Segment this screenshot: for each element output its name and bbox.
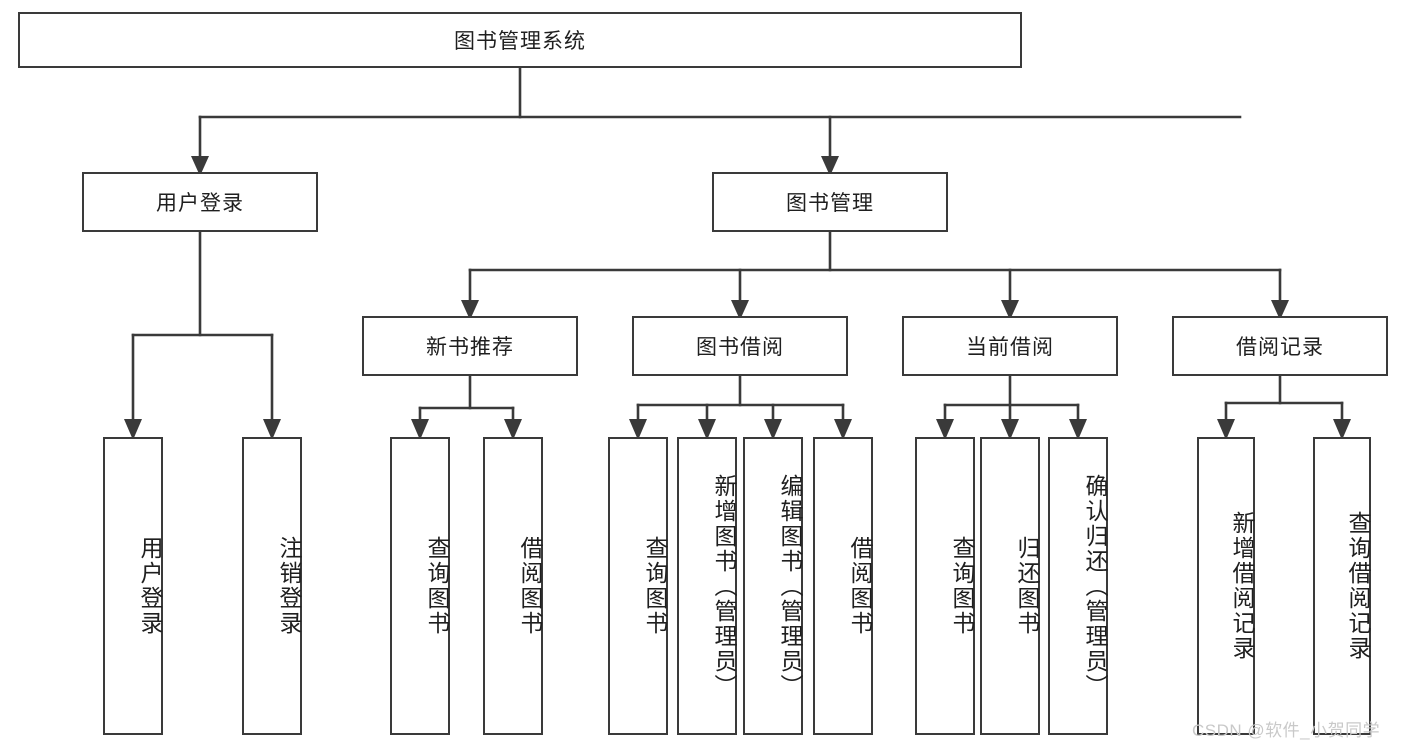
node-leaf-return-book[interactable]: 归还图书	[980, 437, 1040, 735]
node-leaf-borrow-book-1[interactable]: 借阅图书	[483, 437, 543, 735]
node-root[interactable]: 图书管理系统	[18, 12, 1022, 68]
node-leaf-return-book-label: 归还图书	[1014, 536, 1040, 636]
node-leaf-query-book-1-label: 查询图书	[424, 536, 450, 636]
node-leaf-borrow-book-2-label: 借阅图书	[847, 536, 873, 636]
node-current-borrow[interactable]: 当前借阅	[902, 316, 1118, 376]
node-book-manage-label: 图书管理	[786, 192, 874, 215]
node-leaf-confirm-return-label: 确认归还（管理员）	[1082, 473, 1108, 699]
node-leaf-query-book-2[interactable]: 查询图书	[608, 437, 668, 735]
node-leaf-borrow-book-1-label: 借阅图书	[517, 536, 543, 636]
node-leaf-edit-book[interactable]: 编辑图书（管理员）	[743, 437, 803, 735]
node-leaf-query-book-2-label: 查询图书	[642, 536, 668, 636]
node-book-borrow-label: 图书借阅	[696, 336, 784, 359]
node-leaf-add-record[interactable]: 新增借阅记录	[1197, 437, 1255, 735]
node-leaf-logout[interactable]: 注销登录	[242, 437, 302, 735]
node-leaf-add-record-label: 新增借阅记录	[1229, 511, 1255, 661]
node-user-login-label: 用户登录	[156, 192, 244, 215]
node-book-manage[interactable]: 图书管理	[712, 172, 948, 232]
node-leaf-query-record-label: 查询借阅记录	[1345, 511, 1371, 661]
node-book-borrow[interactable]: 图书借阅	[632, 316, 848, 376]
node-leaf-query-book-1[interactable]: 查询图书	[390, 437, 450, 735]
node-leaf-query-book-3[interactable]: 查询图书	[915, 437, 975, 735]
node-new-book-recommend-label: 新书推荐	[426, 336, 514, 359]
node-leaf-confirm-return[interactable]: 确认归还（管理员）	[1048, 437, 1108, 735]
node-user-login[interactable]: 用户登录	[82, 172, 318, 232]
node-leaf-add-book-label: 新增图书（管理员）	[711, 473, 737, 699]
node-leaf-logout-label: 注销登录	[276, 536, 302, 636]
node-root-label: 图书管理系统	[454, 30, 586, 53]
node-leaf-query-record[interactable]: 查询借阅记录	[1313, 437, 1371, 735]
node-leaf-user-login-label: 用户登录	[137, 536, 163, 636]
node-borrow-record[interactable]: 借阅记录	[1172, 316, 1388, 376]
node-leaf-user-login[interactable]: 用户登录	[103, 437, 163, 735]
node-leaf-add-book[interactable]: 新增图书（管理员）	[677, 437, 737, 735]
node-leaf-query-book-3-label: 查询图书	[949, 536, 975, 636]
csdn-watermark: CSDN @软件_小贺同学	[1192, 721, 1381, 740]
node-current-borrow-label: 当前借阅	[966, 336, 1054, 359]
node-new-book-recommend[interactable]: 新书推荐	[362, 316, 578, 376]
node-borrow-record-label: 借阅记录	[1236, 336, 1324, 359]
node-leaf-borrow-book-2[interactable]: 借阅图书	[813, 437, 873, 735]
node-leaf-edit-book-label: 编辑图书（管理员）	[777, 473, 803, 699]
